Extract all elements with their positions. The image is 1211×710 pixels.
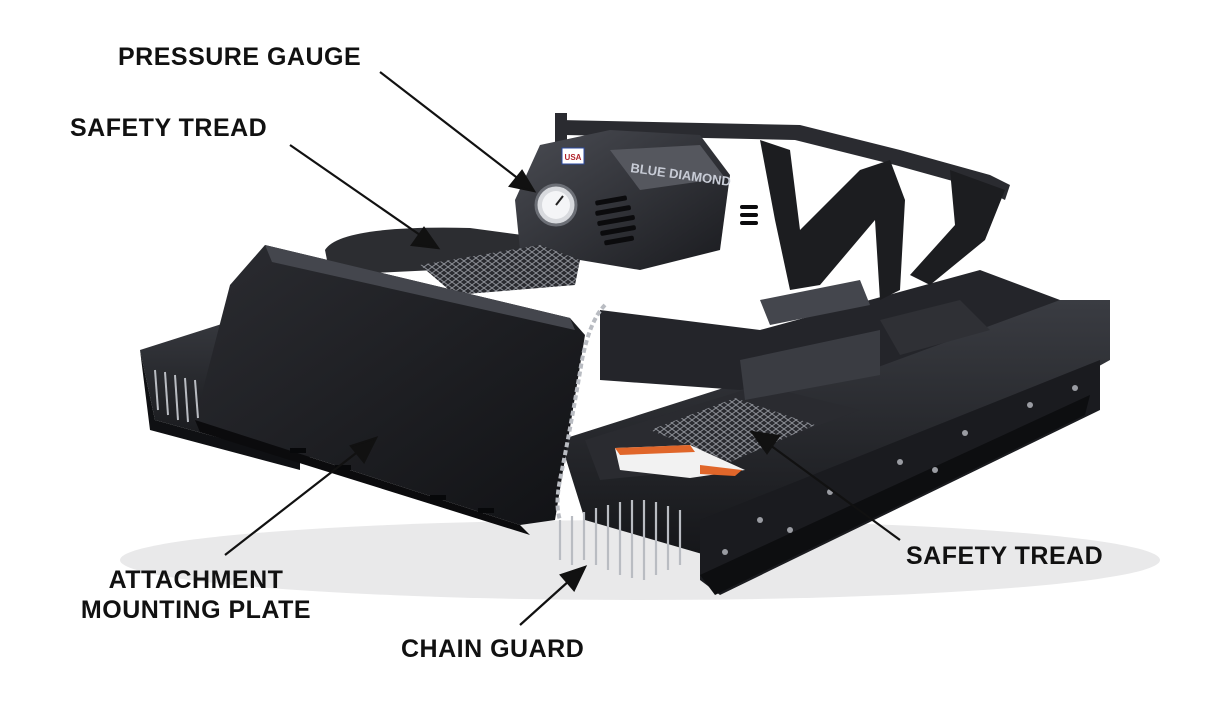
attachment-mounting-plate bbox=[195, 245, 585, 525]
chain-guard-left bbox=[154, 369, 199, 423]
center-frame bbox=[600, 270, 1060, 390]
chain-guard-front bbox=[558, 500, 682, 580]
usa-flag-text: USA bbox=[565, 153, 582, 162]
label-attachment-line2: MOUNTING PLATE bbox=[80, 596, 312, 624]
label-attachment-line1: ATTACHMENT bbox=[108, 566, 284, 594]
warning-decal bbox=[615, 445, 745, 478]
plate-slots bbox=[290, 448, 494, 513]
rear-frame bbox=[760, 140, 905, 300]
main-deck bbox=[560, 300, 1110, 565]
rear-handle-bar bbox=[560, 120, 1010, 200]
lift-chain bbox=[555, 303, 607, 521]
pressure-gauge bbox=[534, 183, 578, 227]
label-attachment-mounting-plate: ATTACHMENT MOUNTING PLATE bbox=[76, 565, 316, 625]
label-chain-guard: CHAIN GUARD bbox=[401, 635, 585, 663]
label-safety-tread-top: SAFETY TREAD bbox=[70, 114, 268, 142]
skid-shoe bbox=[700, 395, 1090, 595]
usa-flag-decal bbox=[561, 147, 585, 165]
label-pressure-gauge: PRESSURE GAUGE bbox=[118, 43, 362, 71]
safety-tread-left bbox=[420, 245, 580, 295]
housing-vents bbox=[595, 195, 758, 246]
callout-arrows bbox=[224, 71, 901, 626]
label-safety-tread-right: SAFETY TREAD bbox=[906, 542, 1104, 570]
